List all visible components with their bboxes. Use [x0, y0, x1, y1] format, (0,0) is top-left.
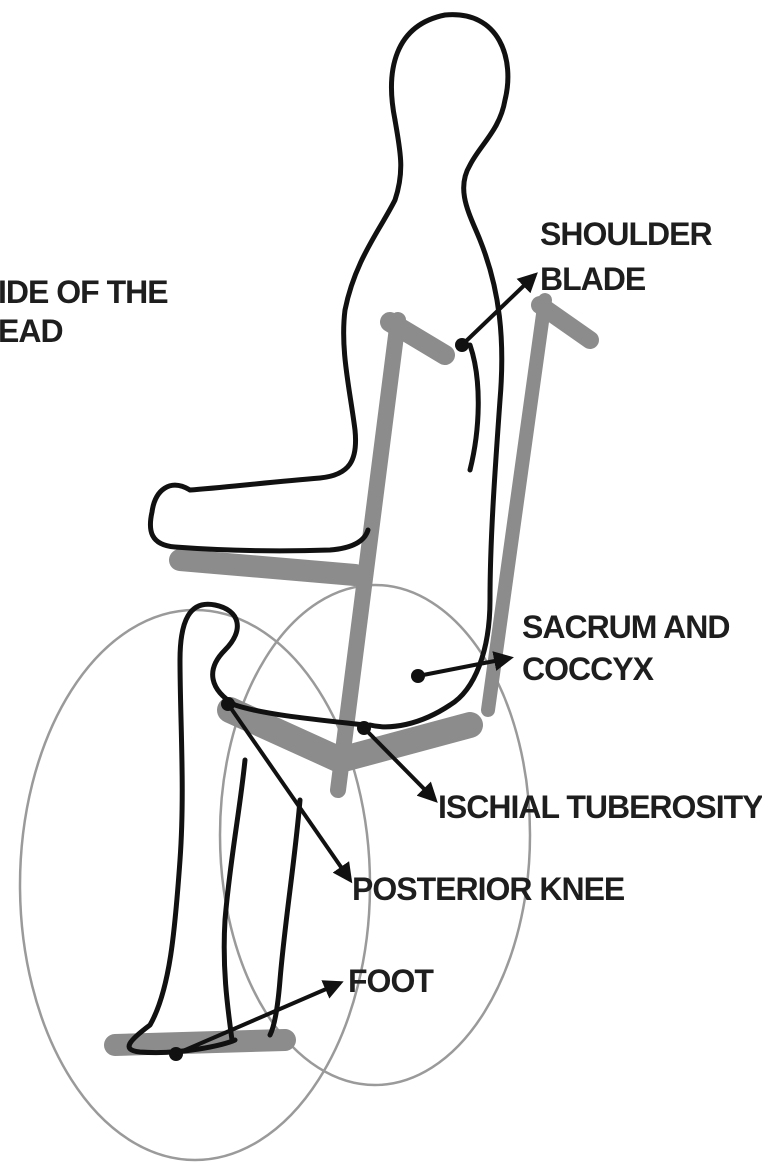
sacrum-label-line2: COCCYX [522, 651, 655, 687]
inner-arm [470, 345, 478, 470]
sacrum-label-line1: SACRUM AND [522, 609, 729, 645]
shoulder-blade-label-line2: BLADE [540, 261, 646, 297]
calf [270, 800, 300, 1035]
posterior-knee-label: POSTERIOR KNEE [352, 871, 625, 907]
foot-label: FOOT [348, 963, 434, 999]
front-torso [190, 120, 401, 490]
armrest [180, 560, 355, 575]
front-wheel [20, 610, 370, 1160]
back-of-leg [224, 760, 245, 1040]
shoulder-blade-label-line1: SHOULDER [540, 216, 712, 252]
arm-and-hand [150, 485, 368, 551]
ischial-tuberosity-label: ISCHIAL TUBEROSITY [438, 789, 762, 825]
side-of-head-label-line2: EAD [0, 313, 63, 349]
side-of-head-label-line1: IDE OF THE [0, 274, 168, 310]
thigh-and-shin [129, 604, 365, 1052]
labels: IDE OF THE EAD SHOULDER BLADE SACRUM AND… [0, 216, 762, 999]
shoulder-arrow [462, 275, 535, 345]
rear-backrest-post [488, 300, 545, 710]
